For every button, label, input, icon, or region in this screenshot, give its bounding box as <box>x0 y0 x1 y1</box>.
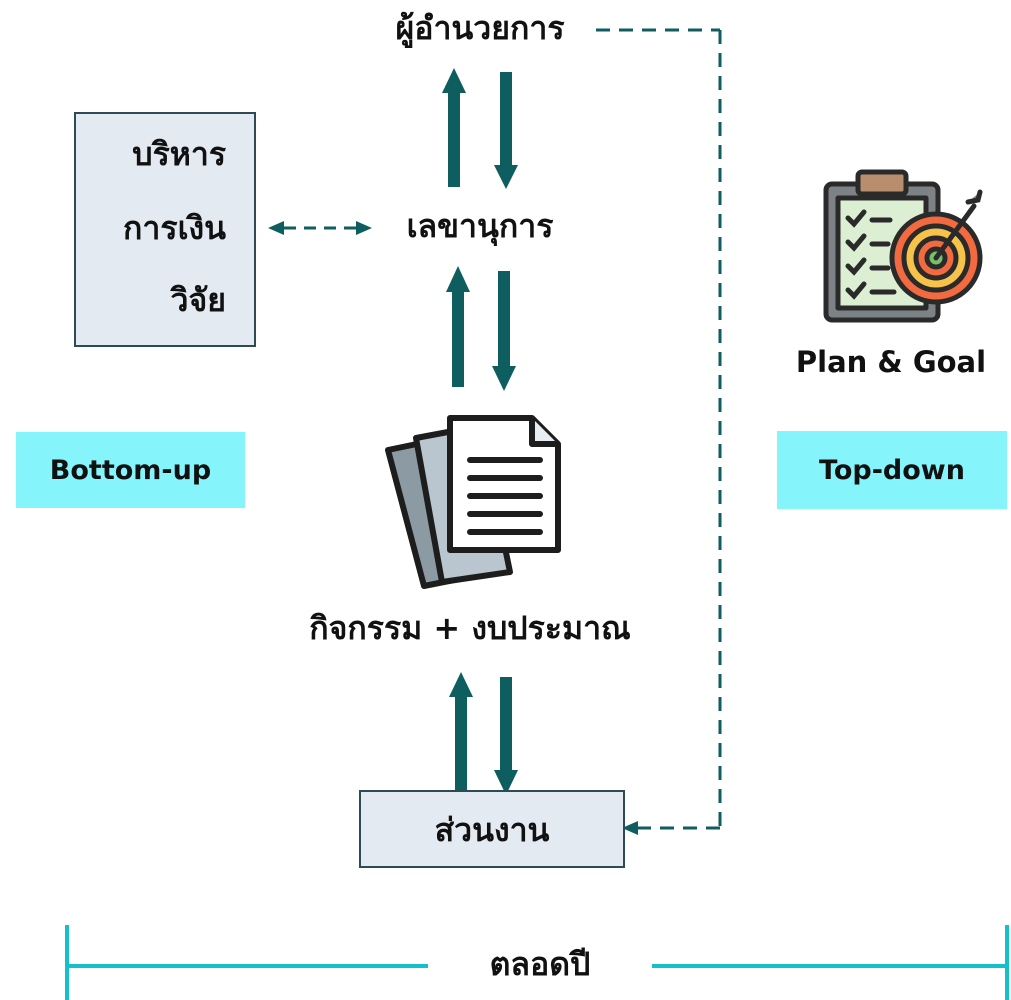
admin-item-research: วิจัย <box>170 281 226 319</box>
activity-budget-label: กิจกรรม + งบประมาณ <box>309 609 631 647</box>
timeline-label: ตลอดปี <box>489 945 591 983</box>
dashed-arrow-admin-secretary <box>268 221 372 235</box>
secretary-label: เลขานุการ <box>406 207 554 245</box>
director-label: ผู้อำนวยการ <box>395 9 565 47</box>
arrow-activity-to-unit <box>494 677 518 795</box>
documents-icon <box>385 415 561 589</box>
top-down-badge: Top-down <box>777 431 1007 509</box>
bottom-up-badge: Bottom-up <box>16 432 245 508</box>
arrow-activity-to-secretary <box>446 266 470 387</box>
unit-label: ส่วนงาน <box>434 811 550 849</box>
arrow-unit-to-activity <box>449 672 473 790</box>
timeline-bar <box>65 925 1009 1000</box>
admin-item-finance: การเงิน <box>123 209 226 247</box>
arrow-secretary-to-activity <box>492 271 516 391</box>
admin-functions-box: บริหาร การเงิน วิจัย <box>74 112 256 347</box>
arrow-director-to-secretary <box>494 72 518 189</box>
plan-goal-label: Plan & Goal <box>795 345 987 379</box>
admin-item-management: บริหาร <box>132 135 226 173</box>
dashed-path-director-to-unit <box>596 28 722 835</box>
clipboard-target-icon <box>823 169 983 323</box>
unit-box: ส่วนงาน <box>359 790 625 868</box>
arrow-secretary-to-director <box>442 68 466 187</box>
